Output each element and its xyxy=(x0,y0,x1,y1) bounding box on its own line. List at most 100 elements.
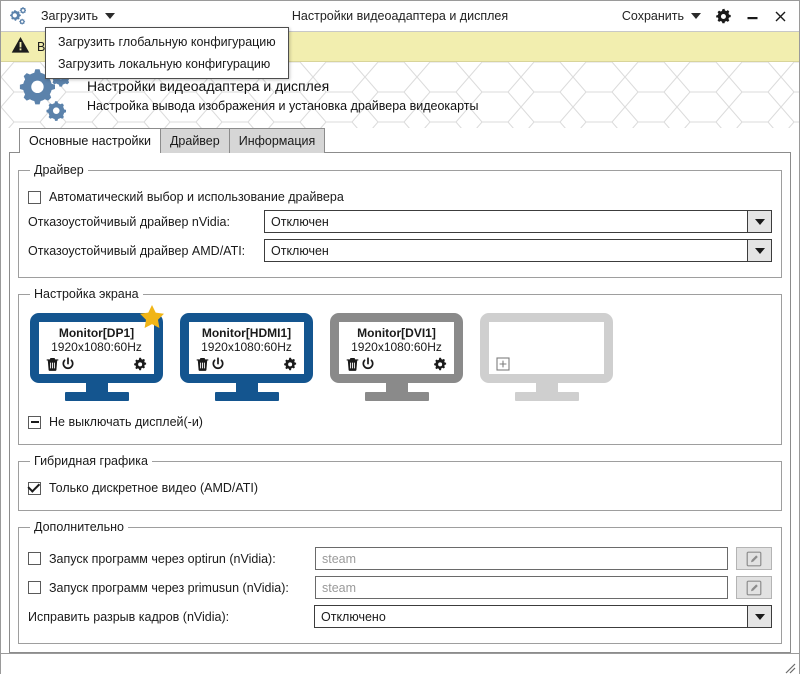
monitor-card[interactable]: Monitor[DP1] 1920x1080:60Hz xyxy=(30,305,164,401)
chevron-down-icon xyxy=(747,211,771,232)
close-button[interactable] xyxy=(767,3,793,29)
discrete-only-label: Только дискретное видео (AMD/ATI) xyxy=(49,481,259,495)
primusrun-checkbox[interactable] xyxy=(28,581,41,594)
driver-group-legend: Драйвер xyxy=(34,163,84,177)
monitor-neck xyxy=(535,383,558,392)
discrete-only-row: Только дискретное видео (AMD/ATI) xyxy=(28,481,772,495)
monitor-resolution: 1920x1080:60Hz xyxy=(51,340,142,354)
tearing-fix-label: Исправить разрыв кадров (nVidia): xyxy=(28,609,230,624)
power-icon[interactable] xyxy=(60,356,75,371)
chevron-down-icon xyxy=(105,13,116,19)
monitor-actions xyxy=(195,356,298,371)
optirun-row: Запуск программ через optirun (nVidia): … xyxy=(28,547,772,570)
load-menu-button[interactable]: Загрузить xyxy=(33,6,123,26)
menu-item-load-local[interactable]: Загрузить локальную конфигурацию xyxy=(58,57,271,71)
monitor-screen: Monitor[DP1] 1920x1080:60Hz xyxy=(30,313,163,383)
monitor-base xyxy=(364,392,429,401)
nvidia-fallback-value: Отключен xyxy=(271,214,329,229)
primusrun-row: Запуск программ через primusun (nVidia):… xyxy=(28,576,772,599)
add-icon[interactable] xyxy=(495,356,510,371)
primusrun-label: Запуск программ через primusun (nVidia): xyxy=(49,580,289,595)
monitor-base xyxy=(514,392,579,401)
tab-bar: Основные настройки Драйвер Информация xyxy=(19,128,791,153)
gear-icon[interactable] xyxy=(283,356,298,371)
monitor-actions xyxy=(495,356,598,371)
monitor-neck xyxy=(235,383,258,392)
tearing-fix-value: Отключено xyxy=(321,609,386,624)
chevron-down-icon xyxy=(691,13,701,19)
power-icon[interactable] xyxy=(210,356,225,371)
primusrun-input[interactable]: steam xyxy=(315,576,728,599)
monitor-screen: Monitor[HDMI1] 1920x1080:60Hz xyxy=(180,313,313,383)
amd-fallback-label: Отказоустойчивый драйвер AMD/ATI: xyxy=(28,243,246,258)
trash-icon[interactable] xyxy=(195,356,210,371)
power-icon[interactable] xyxy=(360,356,375,371)
monitor-card[interactable]: Monitor[HDMI1] 1920x1080:60Hz xyxy=(180,313,313,401)
settings-gear-button[interactable] xyxy=(711,3,737,29)
nvidia-fallback-label: Отказоустойчивый драйвер nVidia: xyxy=(28,214,230,229)
discrete-only-checkbox[interactable] xyxy=(28,481,41,495)
optirun-input[interactable]: steam xyxy=(315,547,728,570)
monitor-base xyxy=(214,392,279,401)
monitor-neck xyxy=(385,383,408,392)
header-text-block: Настройки видеоадаптера и дисплея Настро… xyxy=(87,78,479,113)
app-gears-icon xyxy=(1,1,31,31)
nvidia-fallback-select[interactable]: Отключен xyxy=(264,210,772,233)
save-menu-button[interactable]: Сохранить xyxy=(614,6,709,26)
hybrid-graphics-legend: Гибридная графика xyxy=(34,454,148,468)
additional-group: Дополнительно Запуск программ через opti… xyxy=(18,520,782,644)
keep-display-on-checkbox[interactable] xyxy=(28,415,41,429)
tearing-fix-row: Исправить разрыв кадров (nVidia): Отключ… xyxy=(28,605,772,628)
main-content: Основные настройки Драйвер Информация Др… xyxy=(1,128,799,653)
auto-driver-row: Автоматический выбор и использование дра… xyxy=(28,190,772,204)
screen-setup-legend: Настройка экрана xyxy=(34,287,139,301)
primusrun-edit-button[interactable] xyxy=(736,576,772,599)
auto-driver-checkbox[interactable] xyxy=(28,190,41,204)
chevron-down-icon xyxy=(747,240,771,261)
load-dropdown-menu[interactable]: Загрузить глобальную конфигурацию Загруз… xyxy=(45,27,289,79)
driver-group: Драйвер Автоматический выбор и использов… xyxy=(18,163,782,278)
trash-icon[interactable] xyxy=(345,356,360,371)
tab-information[interactable]: Информация xyxy=(228,128,326,153)
nvidia-fallback-row: Отказоустойчивый драйвер nVidia: Отключе… xyxy=(28,210,772,233)
monitor-screen xyxy=(480,313,613,383)
warning-triangle-icon xyxy=(11,36,30,57)
monitor-name: Monitor[DVI1] xyxy=(357,326,436,340)
monitor-name: Monitor[HDMI1] xyxy=(201,326,292,340)
tearing-fix-select[interactable]: Отключено xyxy=(314,605,772,628)
monitor-neck xyxy=(85,383,108,392)
resize-grip-icon[interactable] xyxy=(782,660,796,677)
monitor-card[interactable]: Monitor[DVI1] 1920x1080:60Hz xyxy=(330,313,463,401)
monitor-base xyxy=(64,392,129,401)
titlebar-right-controls: Сохранить xyxy=(614,3,799,29)
monitor-screen: Monitor[DVI1] 1920x1080:60Hz xyxy=(330,313,463,383)
warning-text: В xyxy=(37,39,46,54)
tab-panel-main-settings: Драйвер Автоматический выбор и использов… xyxy=(9,152,791,653)
header-title: Настройки видеоадаптера и дисплея xyxy=(87,77,330,94)
keep-display-on-row: Не выключать дисплей(-и) xyxy=(28,415,772,429)
trash-icon[interactable] xyxy=(45,356,60,371)
amd-fallback-select[interactable]: Отключен xyxy=(264,239,772,262)
minimize-button[interactable] xyxy=(739,3,765,29)
optirun-checkbox[interactable] xyxy=(28,552,41,565)
amd-fallback-value: Отключен xyxy=(271,243,329,258)
keep-display-on-label: Не выключать дисплей(-и) xyxy=(49,415,203,429)
additional-group-legend: Дополнительно xyxy=(34,520,124,534)
gear-icon[interactable] xyxy=(433,356,448,371)
tab-driver[interactable]: Драйвер xyxy=(159,128,230,153)
optirun-edit-button[interactable] xyxy=(736,547,772,570)
monitor-name: Monitor[DP1] xyxy=(58,326,135,340)
monitor-resolution: 1920x1080:60Hz xyxy=(201,340,292,354)
tab-main-settings[interactable]: Основные настройки xyxy=(19,128,161,153)
chevron-down-icon xyxy=(747,606,771,627)
monitor-add-card[interactable] xyxy=(480,313,613,401)
auto-driver-label: Автоматический выбор и использование дра… xyxy=(49,190,344,204)
primary-star-icon xyxy=(139,304,165,332)
screen-setup-group: Настройка экрана Monitor[DP1] 1920x1080:… xyxy=(18,287,782,445)
menu-item-load-global[interactable]: Загрузить глобальную конфигурацию xyxy=(58,35,276,49)
save-menu-label: Сохранить xyxy=(621,9,684,23)
load-menu-label: Загрузить xyxy=(41,9,99,23)
gear-icon[interactable] xyxy=(133,356,148,371)
hybrid-graphics-group: Гибридная графика Только дискретное виде… xyxy=(18,454,782,511)
